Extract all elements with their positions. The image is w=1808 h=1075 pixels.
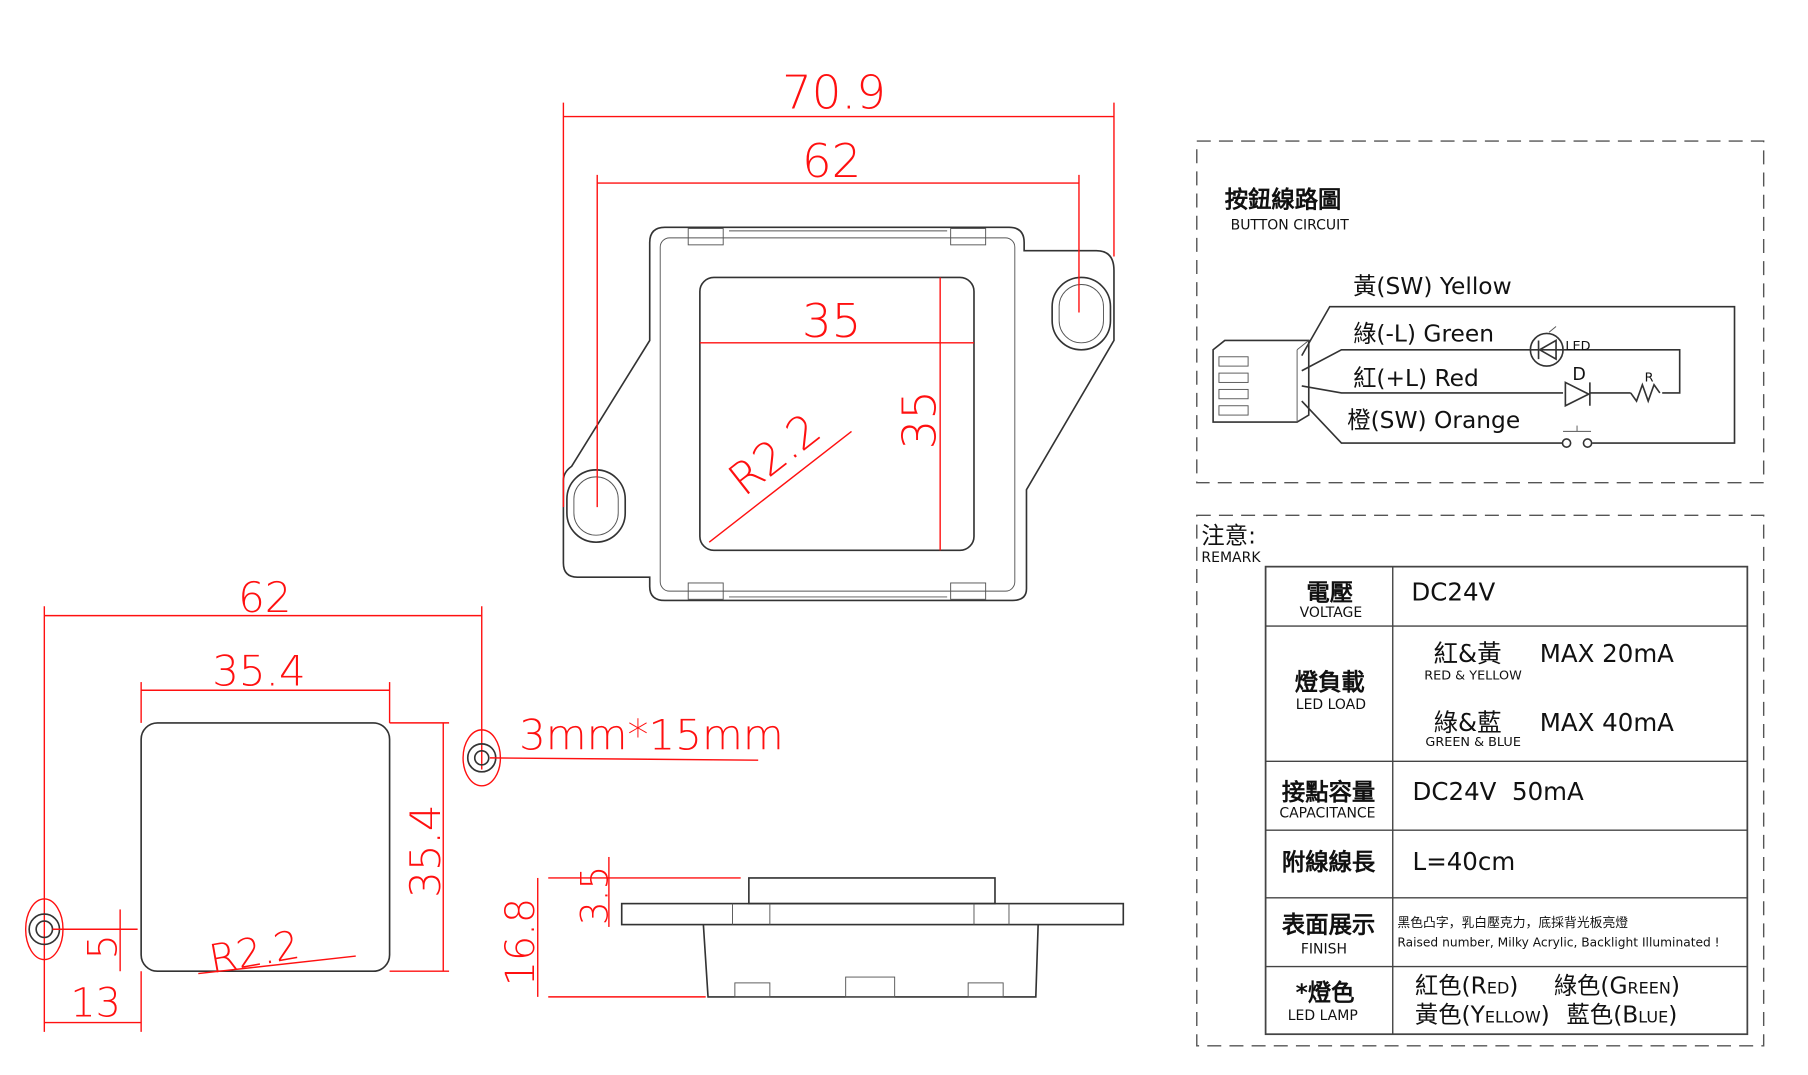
row-label-en: FINISH bbox=[1301, 942, 1347, 958]
row-label: 表面展示 bbox=[1282, 912, 1375, 939]
table-row-cable-length: 附線線長 L=40cm bbox=[1282, 847, 1515, 876]
spec-table: 電壓 VOLTAGE DC24V 燈負載 LED LOAD 紅&黃 RED & … bbox=[1264, 565, 1749, 1036]
row-label-en: CAPACITANCE bbox=[1279, 805, 1375, 821]
top-view: 70.9 62 35 35 R2.2 bbox=[562, 65, 1115, 602]
body-outline bbox=[562, 226, 1115, 602]
load-item-value: MAX 40mA bbox=[1540, 708, 1674, 737]
row-value: DC24V bbox=[1411, 577, 1495, 606]
finish-zh: 黑色凸字，乳白壓克力，底採背光板亮燈 bbox=[1397, 915, 1628, 931]
row-label: 燈負載 bbox=[1295, 669, 1365, 696]
row-label: 電壓 bbox=[1306, 579, 1353, 606]
connector bbox=[1212, 339, 1310, 423]
table-row-finish: 表面展示 FINISH 黑色凸字，乳白壓克力，底採背光板亮燈 Raised nu… bbox=[1282, 912, 1720, 958]
circuit-panel: 按鈕線路圖 BUTTON CIRCUIT 黃(SW) Yellow 綠(-L) … bbox=[1196, 140, 1765, 484]
row-label: *燈色 bbox=[1296, 978, 1355, 1006]
load-item-label-en: RED & YELLOW bbox=[1424, 669, 1522, 684]
wire-red bbox=[1301, 385, 1564, 394]
dim-cutout-w-label: 35.4 bbox=[212, 647, 305, 696]
dim-top-label: 3.5 bbox=[573, 866, 617, 925]
screw-spec-label: 3mm*15mm bbox=[519, 711, 784, 760]
cap bbox=[748, 877, 996, 905]
row-label-en: VOLTAGE bbox=[1300, 605, 1363, 621]
dim-window-w: 35 bbox=[699, 294, 974, 348]
diode-icon bbox=[1564, 381, 1631, 408]
tab bbox=[687, 228, 724, 246]
lamp-color-red: 紅色(Red) bbox=[1415, 972, 1518, 999]
bezel-inner bbox=[659, 237, 1016, 592]
dim-offset-h-label: 13 bbox=[70, 981, 120, 1027]
finish-en: Raised number, Milky Acrylic, Backlight … bbox=[1397, 936, 1719, 950]
dim-hole-pitch: 62 bbox=[596, 134, 1080, 508]
remark-panel: 注意: REMARK 電壓 VOLTAGE DC24V 燈負載 LED LOAD… bbox=[1196, 514, 1765, 1047]
load-item-label: 綠&藍 bbox=[1434, 708, 1502, 737]
dim-height-label: 16.8 bbox=[498, 898, 544, 986]
window bbox=[699, 276, 975, 552]
remark-subtitle: REMARK bbox=[1201, 550, 1261, 566]
tab bbox=[950, 228, 987, 246]
wire-label-yellow: 黃(SW) Yellow bbox=[1353, 273, 1512, 300]
wire-yellow bbox=[1301, 305, 1736, 444]
row-label-en: LED LOAD bbox=[1296, 697, 1366, 713]
row-label: 接點容量 bbox=[1282, 778, 1375, 806]
mount-slot-left bbox=[566, 469, 627, 543]
switch-icon bbox=[1561, 425, 1593, 448]
table-row-voltage: 電壓 VOLTAGE DC24V bbox=[1300, 577, 1496, 620]
dim-radius-label: R2.2 bbox=[206, 922, 303, 983]
table-row-led-lamp: *燈色 LED LAMP 紅色(Red) 綠色(Green) 黃色(Yellow… bbox=[1288, 972, 1680, 1028]
tab bbox=[687, 582, 724, 600]
flange bbox=[620, 902, 1125, 926]
dim-radius: R2.2 bbox=[708, 404, 852, 543]
dim-window-h: 35 bbox=[892, 277, 946, 551]
row-label: 附線線長 bbox=[1282, 848, 1376, 876]
row-label-en: LED LAMP bbox=[1288, 1008, 1358, 1024]
load-item-label: 紅&黃 bbox=[1434, 639, 1502, 668]
diode-label: D bbox=[1572, 365, 1585, 385]
lamp-color-green: 綠色(Green) bbox=[1554, 972, 1680, 999]
load-item-value: MAX 20mA bbox=[1540, 639, 1674, 668]
circuit-subtitle: BUTTON CIRCUIT bbox=[1231, 218, 1350, 234]
circuit-title: 按鈕線路圖 bbox=[1225, 186, 1342, 214]
load-item-label-en: GREEN & BLUE bbox=[1425, 735, 1521, 750]
dim-hole-pitch-label: 62 bbox=[802, 134, 861, 188]
wire-label-red: 紅(+L) Red bbox=[1353, 365, 1479, 392]
dim-overall: 70.9 bbox=[562, 65, 1115, 508]
wire-label-orange: 橙(SW) Orange bbox=[1347, 407, 1520, 434]
row-value: DC24V 50mA bbox=[1413, 777, 1584, 806]
resistor-label: R bbox=[1645, 370, 1654, 385]
table-row-led-load: 燈負載 LED LOAD 紅&黃 RED & YELLOW MAX 20mA 綠… bbox=[1295, 639, 1674, 750]
mount-slot-right bbox=[1051, 276, 1112, 351]
dim-cutout-h-label: 35.4 bbox=[401, 804, 450, 897]
wire-label-green: 綠(-L) Green bbox=[1353, 321, 1494, 348]
tab bbox=[950, 582, 987, 600]
side-view: 16.8 3.5 bbox=[498, 856, 1125, 998]
lamp-color-blue: 藍色(Blue) bbox=[1567, 1002, 1678, 1029]
wire-green bbox=[1301, 348, 1681, 394]
housing bbox=[702, 924, 1039, 998]
row-value: L=40cm bbox=[1413, 847, 1516, 876]
dim-hole-pitch-label: 62 bbox=[238, 573, 291, 622]
resistor-icon bbox=[1630, 382, 1661, 404]
panel-cutout bbox=[140, 722, 391, 973]
dim-window-h-label: 35 bbox=[892, 390, 946, 449]
table-row-capacitance: 接點容量 CAPACITANCE DC24V 50mA bbox=[1279, 777, 1584, 821]
remark-title: 注意: bbox=[1201, 522, 1255, 549]
dim-overall-label: 70.9 bbox=[782, 65, 886, 119]
led-icon bbox=[1529, 326, 1564, 367]
dim-offset-v-label: 5 bbox=[81, 934, 127, 959]
led-label: LED bbox=[1565, 339, 1590, 354]
dim-window-w-label: 35 bbox=[802, 294, 861, 348]
lamp-color-yellow: 黃色(Yellow) bbox=[1415, 1002, 1550, 1029]
cutout-view: 62 35.4 35.4 3mm*15mm 5 13 R2.2 bbox=[24, 573, 784, 1032]
wire-orange bbox=[1301, 400, 1564, 444]
